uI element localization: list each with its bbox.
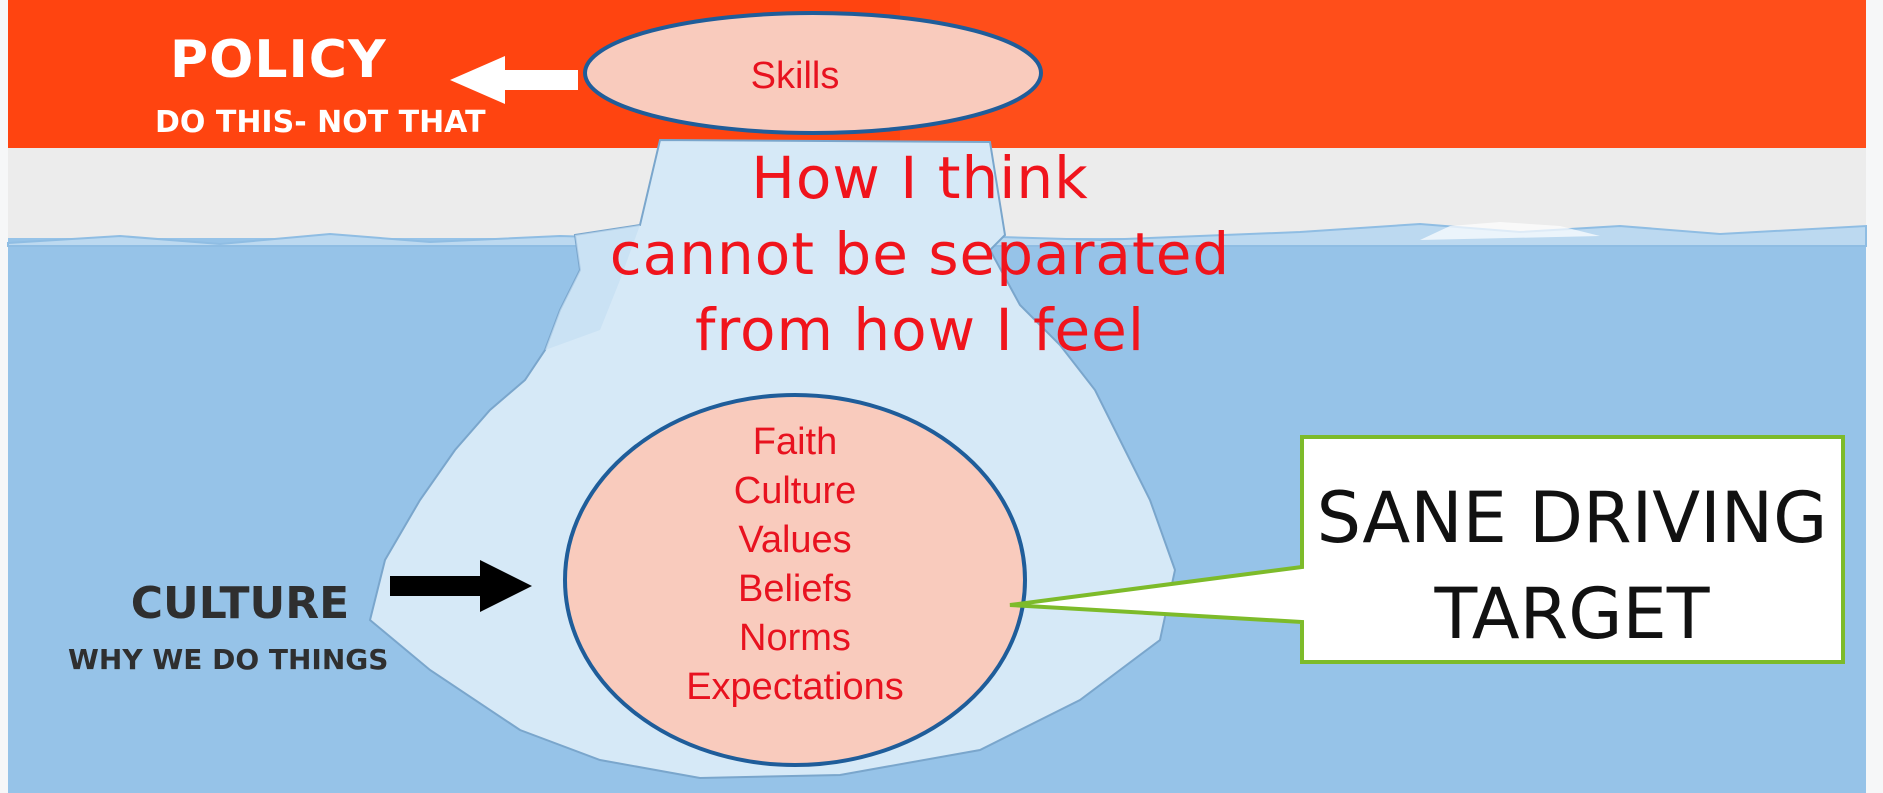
callout-text: SANE DRIVING TARGET bbox=[1302, 470, 1842, 662]
waterline bbox=[7, 222, 1867, 247]
core-item: Norms bbox=[739, 617, 851, 659]
headline-line: from how I feel bbox=[695, 296, 1145, 364]
policy-subtitle: DO THIS- NOT THAT bbox=[155, 105, 486, 140]
headline-line: How I think bbox=[751, 144, 1089, 212]
policy-arrow-icon bbox=[450, 56, 578, 104]
culture-subtitle: WHY WE DO THINGS bbox=[68, 643, 389, 676]
culture-title: CULTURE bbox=[130, 578, 350, 629]
core-ellipse bbox=[563, 393, 1027, 767]
headline: How I think cannot be separated from how… bbox=[520, 140, 1320, 368]
skills-ellipse bbox=[583, 11, 1043, 135]
core-item: Beliefs bbox=[737, 568, 853, 610]
core-item: Culture bbox=[733, 470, 857, 512]
iceberg-shade bbox=[545, 225, 640, 350]
skills-label: Skills bbox=[750, 55, 840, 97]
core-item: Faith bbox=[752, 421, 838, 463]
core-item: Values bbox=[738, 519, 852, 561]
policy-title: POLICY bbox=[170, 30, 387, 90]
callout-line: SANE DRIVING bbox=[1316, 477, 1828, 559]
callout-line: TARGET bbox=[1434, 573, 1710, 655]
callout-box bbox=[1009, 435, 1845, 664]
sky-highlight bbox=[900, 0, 1866, 148]
core-values-list: Faith Culture Values Beliefs Norms Expec… bbox=[570, 418, 1020, 712]
culture-arrow-icon bbox=[390, 560, 532, 612]
core-item: Expectations bbox=[686, 666, 904, 708]
floating-ice bbox=[1420, 222, 1600, 240]
headline-line: cannot be separated bbox=[609, 220, 1231, 288]
